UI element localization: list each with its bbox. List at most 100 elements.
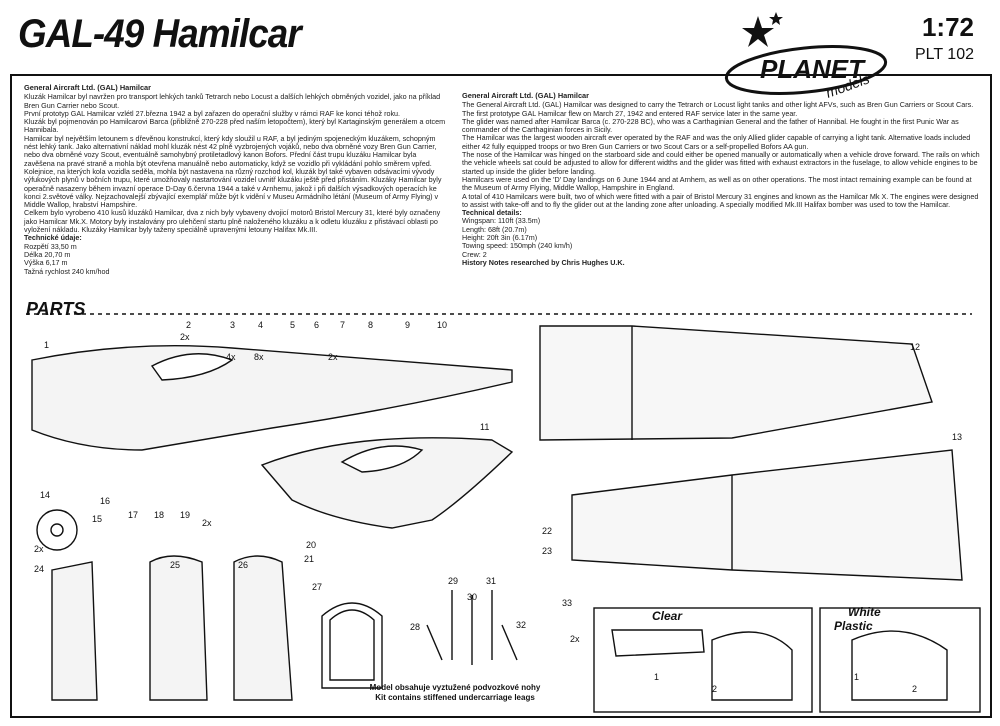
part-number: 25 — [170, 560, 180, 570]
czech-tech-line: Rozpětí 33,50 m — [24, 241, 77, 251]
part-number: 15 — [92, 514, 102, 524]
kit-title: GAL-49 Hamilcar — [18, 12, 302, 56]
part-number: 14 — [40, 490, 50, 500]
part-number: 20 — [306, 540, 316, 550]
czech-para: Kluzák Hamilcar byl navržen pro transpor… — [24, 92, 441, 110]
part-number: 6 — [314, 320, 319, 330]
history-english: General Aircraft Ltd. (GAL) Hamilcar The… — [462, 91, 982, 267]
clear-canopy-1 — [611, 629, 705, 657]
part-number: 12 — [910, 342, 920, 352]
sheet-frame — [10, 74, 992, 718]
part-number: 18 — [154, 510, 164, 520]
kit-code: PLT 102 — [914, 46, 974, 63]
part-number: 10 — [437, 320, 447, 330]
part-number: 2 — [186, 320, 191, 330]
part-number: 28 — [410, 622, 420, 632]
part-number: 32 — [516, 620, 526, 630]
multiplier: 8x — [254, 352, 264, 362]
white-part-number: 2 — [912, 684, 917, 694]
part-number: 17 — [128, 510, 138, 520]
part-number: 5 — [290, 320, 295, 330]
logo-planet-ring — [724, 45, 888, 95]
part-number: 23 — [542, 546, 552, 556]
english-tech-heading: Technical details: — [462, 208, 522, 218]
english-para: The nose of the Hamilcar was hinged on t… — [462, 150, 980, 176]
part-number: 30 — [467, 592, 477, 602]
multiplier: 2x — [180, 332, 190, 342]
english-tech-line: Towing speed: 150mph (240 km/h) — [462, 241, 573, 251]
part-number: 9 — [405, 320, 410, 330]
english-tech-line: Wingspan: 110ft (33.5m) — [462, 216, 541, 226]
cockpit-canopy-outline-2 — [340, 445, 424, 473]
undercarriage-strut — [426, 624, 443, 661]
english-tech-line: Height: 20ft 3in (6.17m) — [462, 233, 538, 243]
wheel-part — [36, 509, 78, 551]
czech-para: Hamilcar byl největším letounem s dřevěn… — [24, 133, 442, 210]
part-number: 29 — [448, 576, 458, 586]
part-numbers: 1 2 3 4 5 6 7 8 9 10 11 12 13 14 15 16 1… — [34, 320, 962, 694]
czech-tech-heading: Technické údaje: — [24, 233, 82, 243]
czech-tech-line: Výška 6,17 m — [24, 258, 68, 268]
czech-para: Kluzák byl pojmenován po Hamilcarovi Bar… — [24, 117, 446, 135]
part-number: 3 — [230, 320, 235, 330]
multiplier: 2x — [202, 518, 212, 528]
part-number: 8 — [368, 320, 373, 330]
tailplane-26 — [233, 555, 293, 701]
white-part-number: 1 — [854, 672, 859, 682]
tail-fin-24 — [51, 561, 98, 701]
part-number: 13 — [952, 432, 962, 442]
plastic-label: Plastic — [834, 619, 873, 633]
part-number: 19 — [180, 510, 190, 520]
clear-part-number: 1 — [654, 672, 659, 682]
part-number: 11 — [480, 422, 489, 432]
czech-heading: General Aircraft Ltd. (GAL) Hamilcar — [24, 83, 152, 92]
clear-canopy-2 — [711, 631, 793, 701]
czech-tech-line: Délka 20,70 m — [24, 249, 71, 259]
history-czech: General Aircraft Ltd. (GAL) Hamilcar Klu… — [24, 83, 448, 276]
cockpit-canopy-outline-1 — [150, 353, 234, 381]
english-para: Hamilcars were used on the 'D' Day landi… — [462, 174, 972, 193]
logo-star-small — [769, 12, 783, 25]
multiplier: 2x — [328, 352, 338, 362]
part-number: 31 — [486, 576, 496, 586]
clear-label: Clear — [652, 609, 683, 623]
wing-upper-12 — [539, 325, 933, 441]
undercarriage-strut — [501, 624, 518, 661]
english-tech-line: Length: 68ft (20.7m) — [462, 224, 527, 234]
english-para: The Hamilcar was the largest wooden airc… — [462, 133, 971, 151]
logo-star — [742, 16, 774, 47]
clear-parts-box — [593, 607, 813, 713]
english-credit: History Notes researched by Chris Hughes… — [462, 257, 625, 267]
footnote-en: Kit contains stiffened undercarriage lea… — [375, 693, 535, 702]
czech-para: První prototyp GAL Hamilcar vzlétl 27.bř… — [24, 108, 401, 118]
fuselage-half-1 — [31, 345, 513, 451]
part-number: 1 — [44, 340, 49, 350]
part-number: 33 — [562, 598, 572, 608]
parts-heading: PARTS — [26, 299, 86, 319]
wing-lower-13 — [571, 449, 963, 581]
english-heading: General Aircraft Ltd. (GAL) Hamilcar — [462, 91, 590, 100]
czech-para: Celkem bylo vyrobeno 410 kusů kluzáků Ha… — [24, 208, 441, 235]
parts-diagram: 1 2 3 4 5 6 7 8 9 10 11 12 13 14 15 16 1… — [26, 313, 981, 713]
part-number: 4 — [258, 320, 263, 330]
english-para: A total of 410 Hamilcars were built, two… — [462, 191, 979, 209]
bulkhead-27 — [321, 602, 383, 689]
part-number: 16 — [100, 496, 110, 506]
czech-tech-line: Tažná rychlost 240 km/hod — [24, 266, 110, 276]
part-number: 7 — [340, 320, 345, 330]
fuselage-half-11 — [260, 437, 514, 529]
part-number: 24 — [34, 564, 44, 574]
english-tech-line: Crew: 2 — [462, 249, 487, 259]
footnote-cz: Model obsahuje vyztužené podvozkové nohy — [369, 683, 541, 692]
part-number: 27 — [312, 582, 322, 592]
part-number: 26 — [238, 560, 248, 570]
kit-scale: 1:72 — [921, 12, 974, 42]
english-para: The glider was named after Hamilcar Barc… — [462, 116, 959, 135]
english-para: The General Aircraft Ltd. (GAL) Hamilcar… — [462, 100, 974, 118]
multiplier: 4x — [226, 352, 236, 362]
multiplier: 2x — [34, 544, 44, 554]
multiplier: 2x — [570, 634, 580, 644]
part-number: 21 — [304, 554, 314, 564]
white-label: White — [848, 605, 881, 619]
